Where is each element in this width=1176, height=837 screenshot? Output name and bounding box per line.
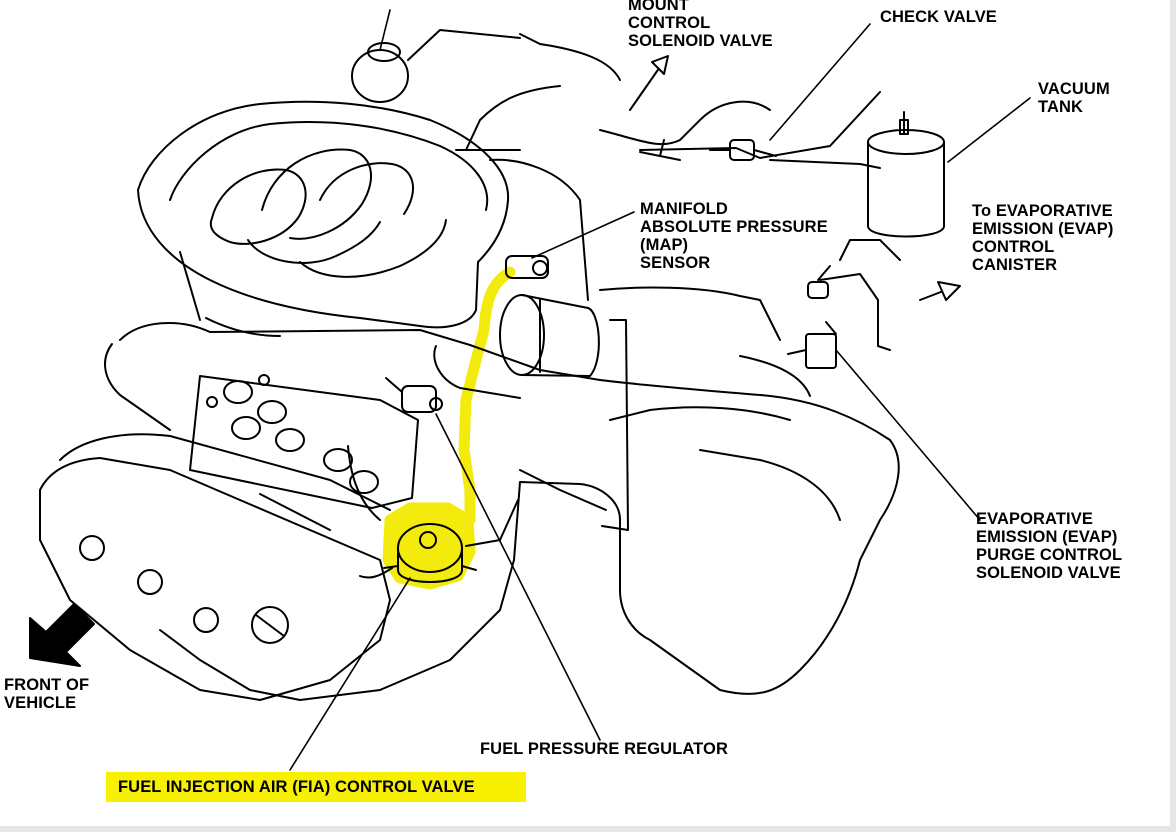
check-valve — [709, 139, 777, 161]
evap-canister-label-line-3: CONTROL — [972, 238, 1055, 256]
evap-canister-label-line-2: EMISSION (EVAP) — [972, 220, 1114, 238]
mount-valve — [351, 29, 541, 103]
fuel-pressure-regulator — [385, 377, 443, 413]
fia-highlight — [382, 266, 516, 590]
fia-valve-label: FUEL INJECTION AIR (FIA) CONTROL VALVE — [118, 778, 475, 796]
mount-valve-label: MOUNT CONTROL SOLENOID VALVE — [628, 0, 773, 50]
check-valve-label: CHECK VALVE — [880, 8, 997, 26]
vacuum-tank-label: VACUUM TANK — [1038, 80, 1110, 116]
fia-valve-label-text: FUEL INJECTION AIR (FIA) CONTROL VALVE — [118, 778, 475, 796]
fuel-pressure-regulator-label: FUEL PRESSURE REGULATOR — [480, 740, 728, 758]
evap-canister-label-line-4: CANISTER — [972, 256, 1058, 274]
evap-canister-label-line-1: To EVAPORATIVE — [972, 202, 1113, 220]
evap-purge-valve-label-line-2: EMISSION (EVAP) — [976, 528, 1118, 546]
evap-purge-valve-label-line-1: EVAPORATIVE — [976, 510, 1093, 528]
injector-rail — [189, 374, 419, 509]
vacuum-tank-label-line-1: VACUUM — [1038, 80, 1110, 98]
valve-cover — [79, 535, 289, 644]
t-fitting — [639, 139, 681, 161]
evap-fitting — [807, 265, 831, 299]
flow-arrow-icon — [629, 55, 961, 301]
evap-canister-label: To EVAPORATIVE EMISSION (EVAP) CONTROL C… — [972, 202, 1113, 274]
mount-valve-label-line-1: MOUNT — [628, 0, 689, 14]
fia-valve — [383, 523, 477, 583]
right-edge-border — [1170, 0, 1176, 832]
mount-valve-label-line-2: CONTROL — [628, 14, 711, 32]
map-sensor-label-line-2: ABSOLUTE PRESSURE — [640, 218, 828, 236]
check-valve-label-text: CHECK VALVE — [880, 8, 997, 26]
vacuum-tank — [867, 111, 945, 238]
throttle-body — [499, 294, 600, 377]
front-of-vehicle-label: FRONT OF VEHICLE — [4, 676, 89, 712]
map-sensor-label-line-4: SENSOR — [640, 254, 711, 272]
evap-purge-valve-label-line-4: SOLENOID VALVE — [976, 564, 1121, 582]
intake-plenum — [137, 100, 510, 337]
bottom-edge-border — [0, 826, 1176, 832]
map-sensor — [505, 255, 549, 279]
engine-block — [39, 322, 900, 701]
map-sensor-label-line-1: MANIFOLD — [640, 200, 728, 218]
evap-purge-valve-label: EVAPORATIVE EMISSION (EVAP) PURGE CONTRO… — [976, 510, 1122, 582]
front-arrow-icon — [29, 603, 95, 667]
leader-lines — [289, 9, 1031, 771]
evap-purge-valve — [787, 321, 837, 369]
front-of-vehicle-label-line-2: VEHICLE — [4, 694, 77, 712]
map-sensor-label: MANIFOLD ABSOLUTE PRESSURE (MAP) SENSOR — [640, 200, 828, 272]
front-of-vehicle-label-line-1: FRONT OF — [4, 676, 90, 694]
fuel-pressure-regulator-label-text: FUEL PRESSURE REGULATOR — [480, 740, 728, 758]
vacuum-tank-label-line-2: TANK — [1038, 98, 1084, 116]
map-sensor-label-line-3: (MAP) — [640, 236, 689, 254]
evap-purge-valve-label-line-3: PURGE CONTROL — [976, 546, 1123, 564]
mount-valve-label-line-3: SOLENOID VALVE — [628, 32, 773, 50]
fia-label-highlight — [106, 772, 526, 802]
